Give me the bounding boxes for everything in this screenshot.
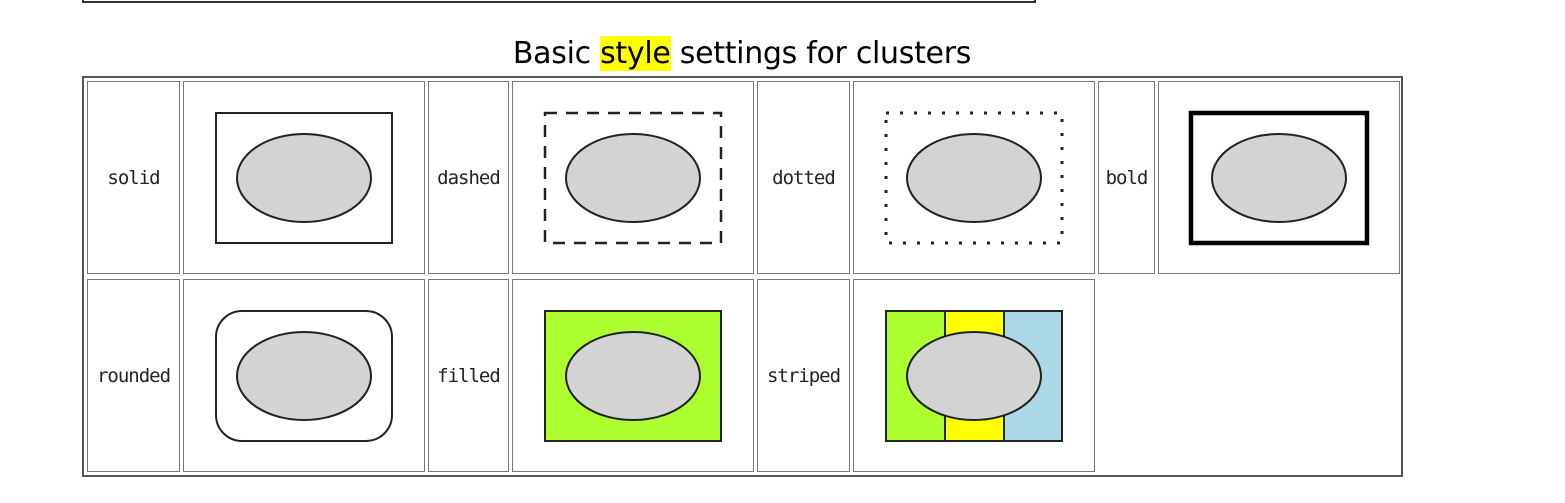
style-label-filled: filled <box>437 364 501 387</box>
caption-highlight: style <box>600 36 671 71</box>
cluster-filled-image <box>544 310 722 442</box>
cluster-example-solid <box>183 81 425 274</box>
style-label-dashed: dashed <box>437 166 501 189</box>
table-caption: Basic style settings for clusters <box>82 34 1402 74</box>
cluster-example-rounded <box>183 279 425 472</box>
cluster-border-striped <box>885 310 1063 442</box>
cluster-example-bold <box>1158 81 1400 274</box>
label-cell-striped: striped <box>757 279 850 472</box>
cluster-example-striped <box>853 279 1095 472</box>
label-cell-bold: bold <box>1098 81 1155 274</box>
style-label-solid: solid <box>107 166 160 189</box>
cluster-rounded-image <box>215 310 393 442</box>
cluster-example-filled <box>512 279 754 472</box>
label-cell-solid: solid <box>87 81 180 274</box>
cluster-border-dotted <box>884 111 1064 245</box>
cluster-example-dotted <box>853 81 1095 274</box>
label-cell-dashed: dashed <box>428 81 509 274</box>
node-ellipse <box>906 133 1042 223</box>
cluster-border-solid <box>215 112 393 244</box>
cluster-styles-table: solid dashed dotted bold rounded <box>82 76 1403 477</box>
node-ellipse <box>236 331 372 421</box>
node-ellipse <box>1211 133 1347 223</box>
label-cell-filled: filled <box>428 279 509 472</box>
cluster-example-dashed <box>512 81 754 274</box>
previous-table-bottom-border <box>82 0 1036 3</box>
style-label-dotted: dotted <box>772 166 836 189</box>
cluster-border-dashed <box>543 111 723 245</box>
caption-text-before: Basic <box>512 36 601 71</box>
label-cell-dotted: dotted <box>757 81 850 274</box>
node-ellipse <box>565 331 701 421</box>
style-label-bold: bold <box>1105 166 1149 189</box>
style-label-striped: striped <box>766 364 841 387</box>
label-cell-rounded: rounded <box>87 279 180 472</box>
caption-text-after: settings for clusters <box>670 36 972 71</box>
cluster-bold-image <box>1188 110 1370 246</box>
cluster-border-bold <box>1188 110 1370 246</box>
style-label-rounded: rounded <box>96 364 171 387</box>
cluster-striped-image <box>885 310 1063 442</box>
node-ellipse <box>236 133 372 223</box>
cluster-solid-image <box>215 112 393 244</box>
cluster-dotted-image <box>884 111 1064 245</box>
node-ellipse <box>906 331 1042 421</box>
cluster-dashed-image <box>543 111 723 245</box>
node-ellipse <box>565 133 701 223</box>
